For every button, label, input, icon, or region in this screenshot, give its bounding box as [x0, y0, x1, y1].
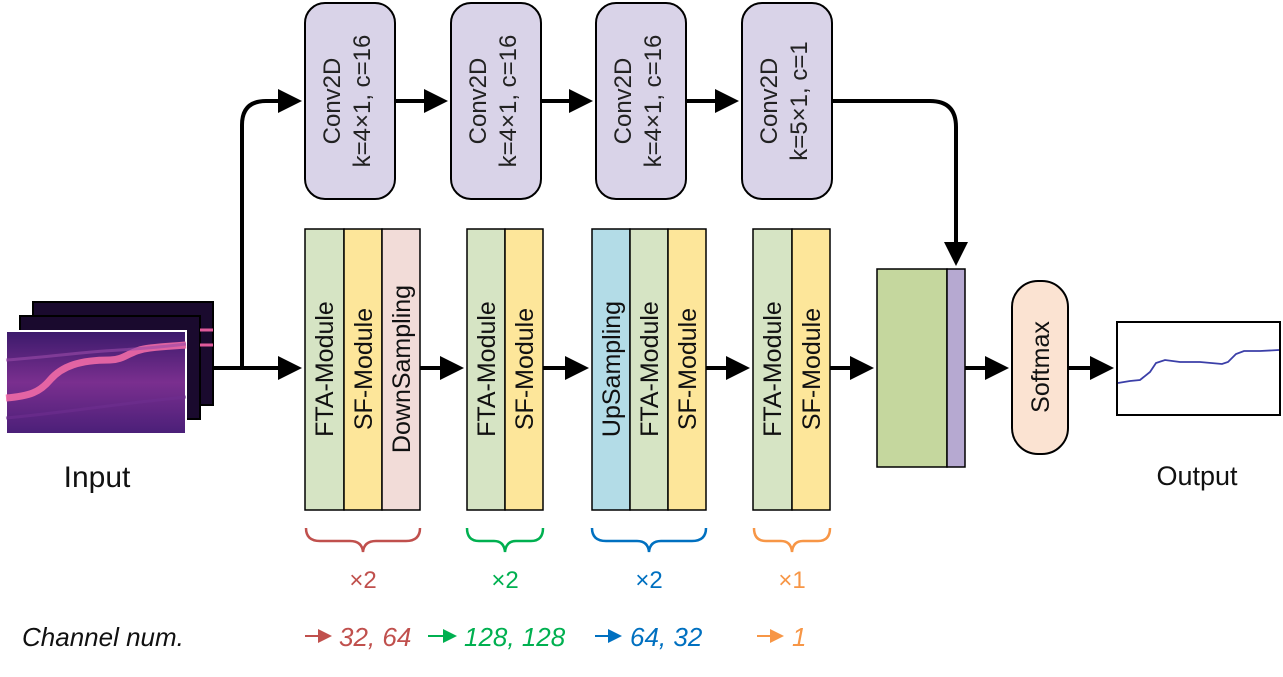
channel-num-label: Channel num. [22, 622, 184, 652]
brace-group-4 [752, 527, 832, 553]
fta-module-label: FTA-Module [759, 301, 787, 437]
conv-block-4: Conv2D k=5×1, c=1 [741, 2, 833, 200]
downsampling-label: DownSampling [388, 285, 416, 453]
conv-block-1: Conv2D k=4×1, c=16 [304, 2, 396, 200]
arrow-conv4-to-concat [832, 99, 968, 266]
softmax-label: Softmax [1027, 321, 1055, 413]
brace-group-1 [304, 527, 422, 553]
module-group-2: FTA-Module SF-Module [466, 228, 544, 511]
repeat-group-3: ×2 [635, 567, 662, 594]
conv-name: Conv2D [319, 58, 346, 145]
conv-name: Conv2D [756, 58, 783, 145]
sf-module-label: SF-Module [511, 308, 539, 430]
concat-block [876, 268, 966, 468]
conv-params: k=4×1, c=16 [495, 35, 522, 168]
fta-module-label: FTA-Module [636, 301, 664, 437]
channels-group-3: 64, 32 [630, 622, 703, 652]
output-label: Output [1156, 461, 1238, 491]
fta-module-label: FTA-Module [311, 301, 339, 437]
module-group-3: UpSampling FTA-Module SF-Module [591, 228, 707, 511]
softmax-block: Softmax [1011, 280, 1069, 455]
channels-group-2: 128, 128 [464, 622, 566, 652]
sf-module-label: SF-Module [798, 308, 826, 430]
conv-params: k=5×1, c=1 [786, 41, 813, 160]
repeat-group-1: ×2 [349, 567, 376, 594]
conv-block-2: Conv2D k=4×1, c=16 [450, 2, 542, 200]
output-plot [1116, 321, 1281, 416]
arrow-branch-to-conv1 [240, 89, 302, 368]
conv-name: Conv2D [465, 58, 492, 145]
input-label: Input [64, 461, 131, 494]
sf-module-label: SF-Module [674, 308, 702, 430]
conv-block-3: Conv2D k=4×1, c=16 [595, 2, 687, 200]
conv-params: k=4×1, c=16 [640, 35, 667, 168]
fta-module-label: FTA-Module [473, 301, 501, 437]
brace-group-3 [590, 527, 708, 553]
sf-module-label: SF-Module [350, 308, 378, 430]
conv-params: k=4×1, c=16 [349, 35, 376, 168]
brace-group-2 [465, 527, 545, 553]
input-spectrogram [5, 301, 214, 435]
conv-name: Conv2D [610, 58, 637, 145]
upsampling-label: UpSampling [598, 301, 626, 437]
repeat-group-4: ×1 [778, 567, 805, 594]
repeat-group-2: ×2 [491, 567, 518, 594]
module-group-1: FTA-Module SF-Module DownSampling [304, 228, 421, 511]
channels-group-1: 32, 64 [339, 622, 411, 652]
module-group-4: FTA-Module SF-Module [752, 228, 831, 511]
channels-group-4: 1 [792, 622, 806, 652]
